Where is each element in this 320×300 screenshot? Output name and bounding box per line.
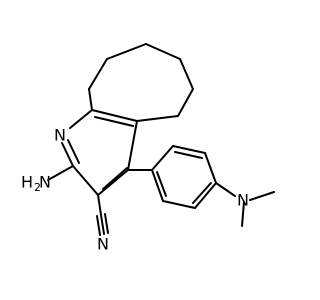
benzene-ring xyxy=(151,145,217,209)
double-bond xyxy=(94,116,134,127)
amino-bond xyxy=(47,165,74,181)
bond xyxy=(151,145,174,171)
double-bond xyxy=(192,182,212,204)
bond xyxy=(127,120,138,171)
bond xyxy=(72,165,99,196)
bond xyxy=(204,152,217,184)
double-bond xyxy=(102,167,128,190)
triple-bond-side xyxy=(96,215,101,236)
molecule-structure: N H 2 N N N xyxy=(21,43,275,254)
double-bond xyxy=(174,151,203,159)
bond xyxy=(69,109,93,129)
bond xyxy=(172,145,206,154)
bond xyxy=(177,88,194,117)
bond xyxy=(145,43,181,60)
nitrile-nitrogen-label: N xyxy=(97,235,109,254)
bond xyxy=(97,194,102,216)
amine-h-count: 2 xyxy=(34,181,41,194)
dimethylamino-nitrogen-label: N xyxy=(237,191,249,210)
bond xyxy=(61,142,74,167)
amine-h-label: H xyxy=(21,173,33,192)
bond xyxy=(106,43,147,60)
bond xyxy=(91,109,138,122)
methyl-bond xyxy=(249,191,275,201)
bond xyxy=(179,58,194,90)
bond xyxy=(194,182,217,209)
triple-bond-center xyxy=(100,214,105,235)
triple-bond-side xyxy=(104,213,109,234)
cyclooctane-ring xyxy=(88,43,194,122)
methyl-bond xyxy=(241,201,245,227)
bond xyxy=(215,182,236,197)
pyridine-ring xyxy=(61,109,138,196)
nitrile-group xyxy=(96,194,109,236)
bond xyxy=(88,58,108,90)
bond xyxy=(97,169,129,196)
ring-nitrogen-label: N xyxy=(54,126,66,145)
bond xyxy=(88,88,93,111)
bond xyxy=(151,169,164,202)
dimethylamino-group xyxy=(215,182,275,227)
bond xyxy=(136,115,179,122)
bond xyxy=(162,200,196,209)
double-bond xyxy=(156,171,167,197)
double-bond xyxy=(67,139,80,164)
amine-nitrogen-label: N xyxy=(39,173,51,192)
molecule-canvas: N H 2 N N N xyxy=(21,43,275,254)
